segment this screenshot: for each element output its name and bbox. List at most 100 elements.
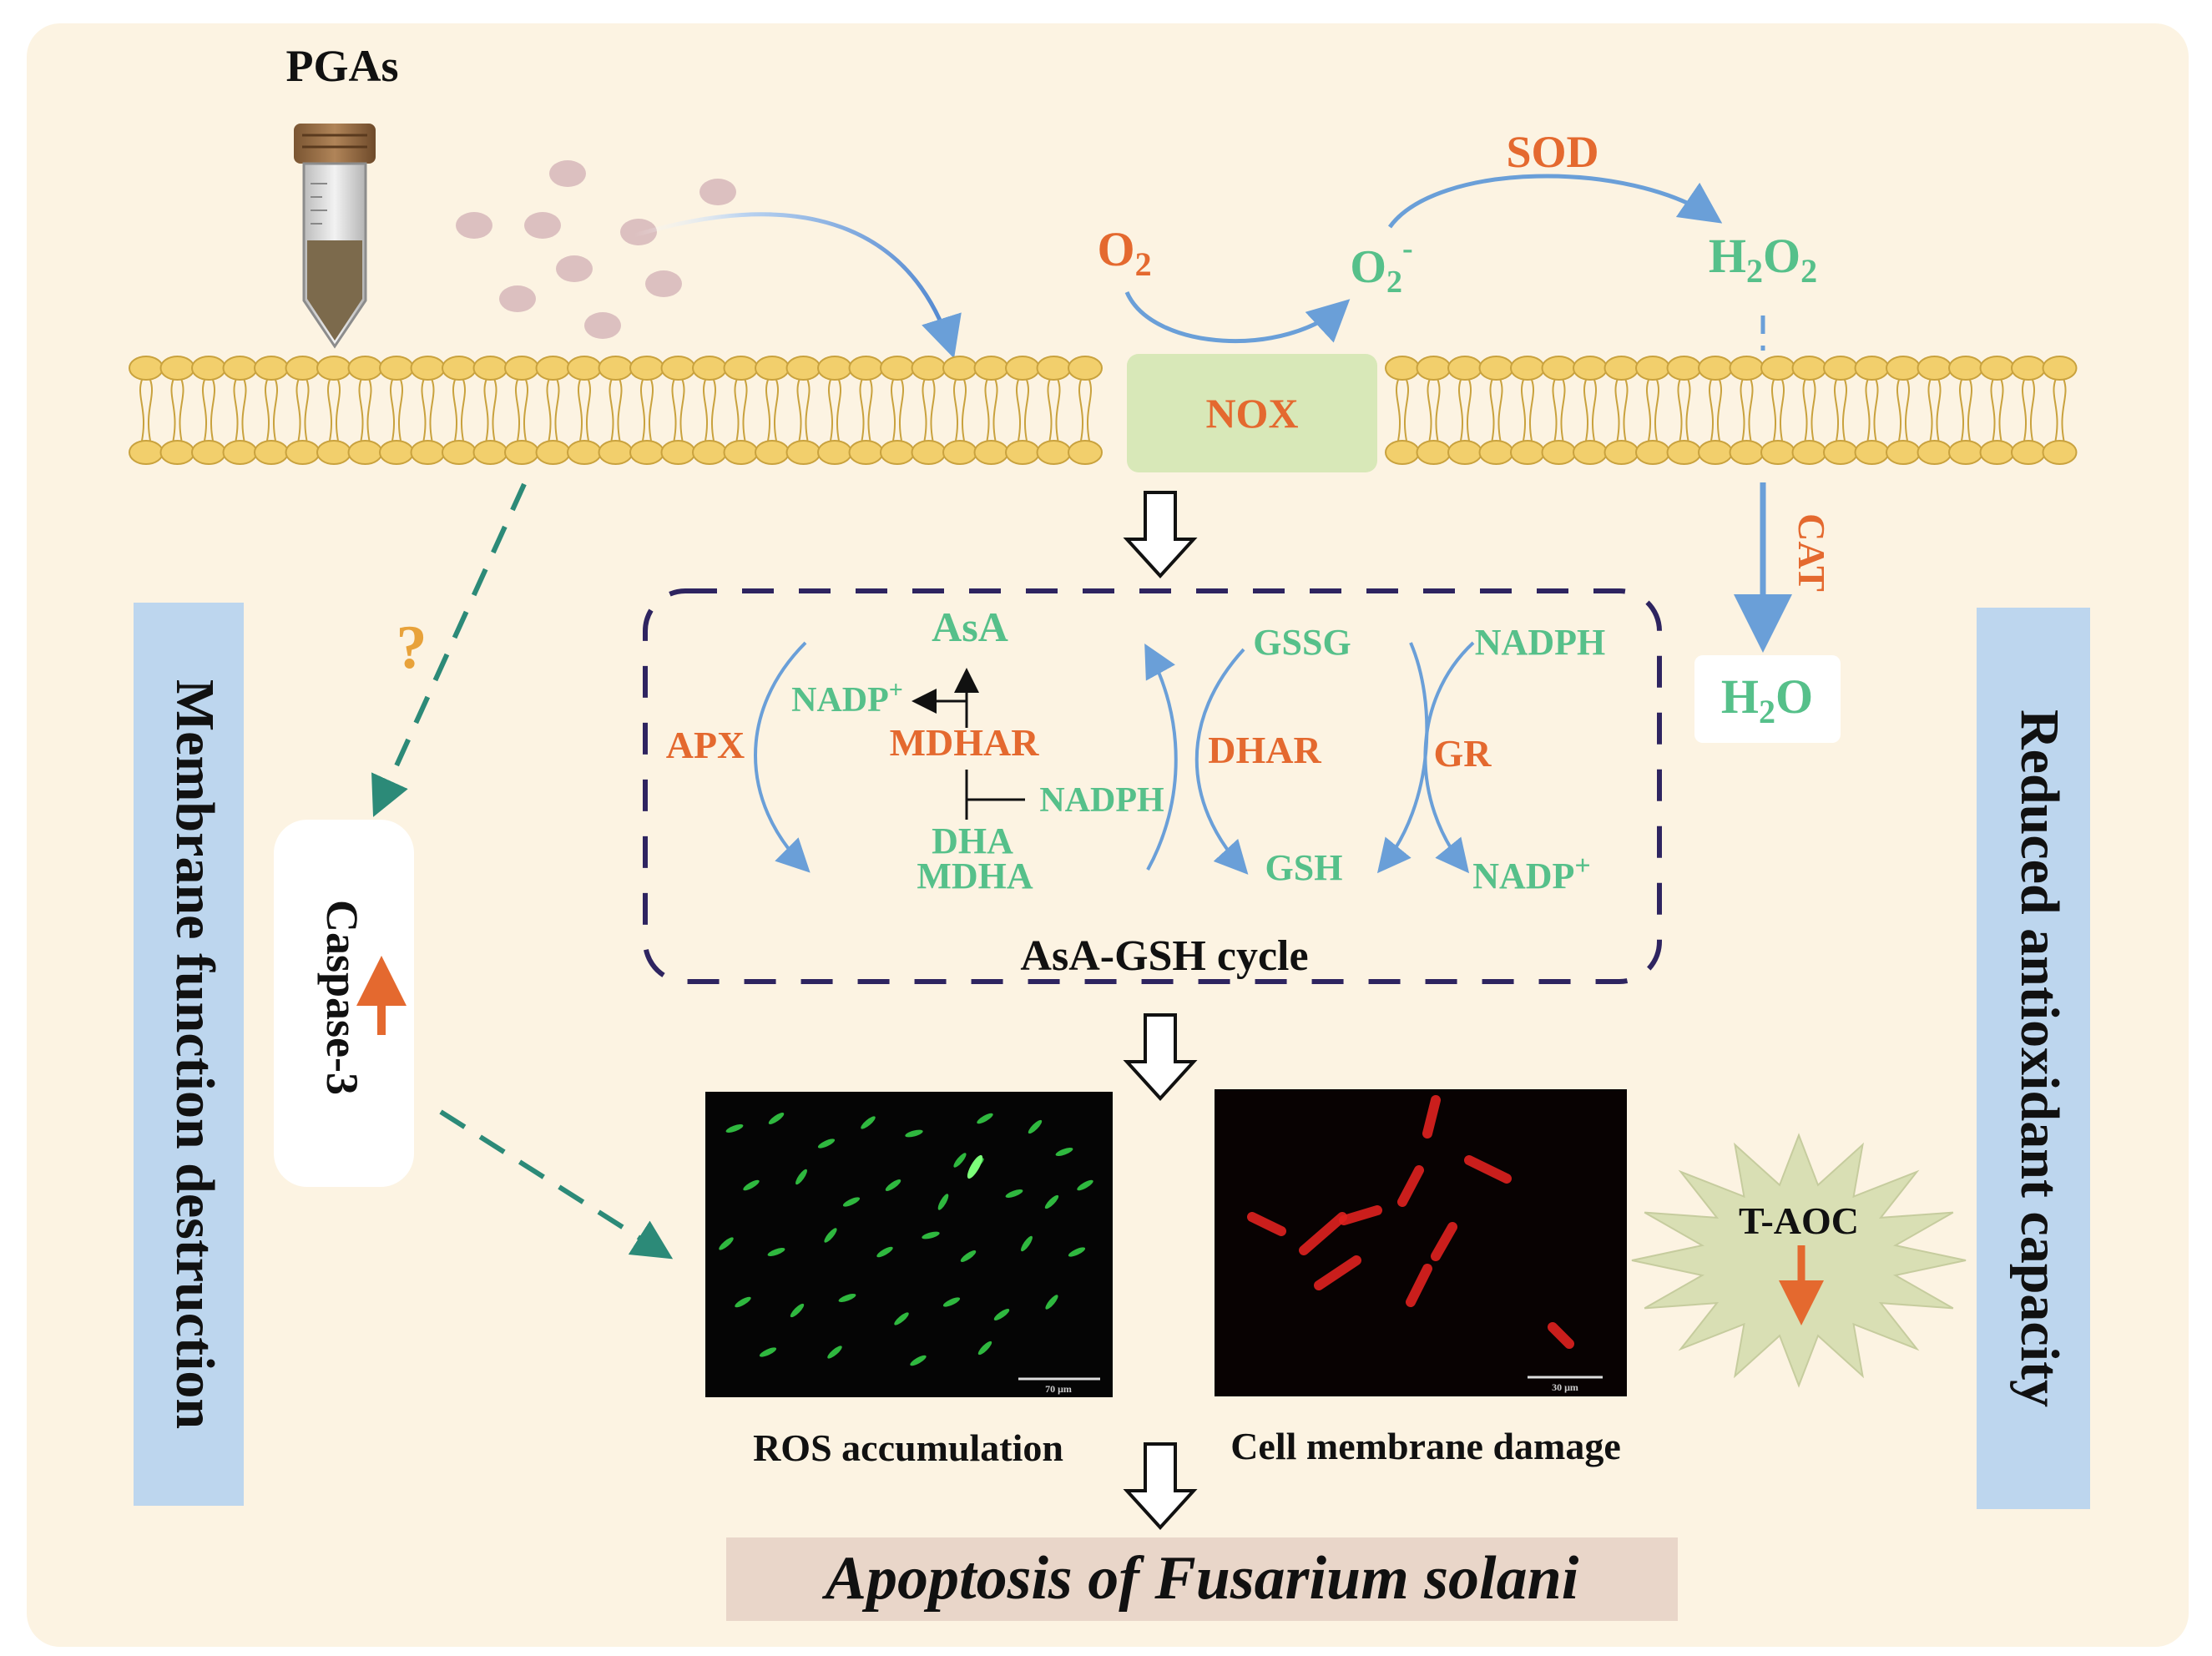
ros-cell	[817, 1138, 836, 1149]
apx-arc	[754, 641, 811, 873]
ros-scale-label: 70 μm	[1045, 1383, 1072, 1395]
ros-cell	[1055, 1148, 1073, 1156]
right-panel-label: Reduced antioxidant capacity	[2009, 709, 2070, 1407]
ros-cell	[1021, 1235, 1033, 1252]
ros-cell	[977, 1113, 993, 1124]
caspase-label: Caspase-3	[317, 900, 367, 1095]
nox-label: NOX	[1205, 390, 1298, 437]
right-panel	[1977, 608, 2090, 1509]
ros-cell	[937, 1194, 949, 1210]
membrane-caption: Cell membrane damage	[1230, 1425, 1621, 1467]
mdha-label: MDHA	[917, 856, 1033, 896]
membrane-cell	[1406, 1264, 1432, 1307]
asa-gsh-cycle-frame	[643, 588, 1662, 984]
lipid-bilayer-membrane	[129, 356, 2078, 465]
ros-cell	[767, 1248, 785, 1256]
ros-cell	[922, 1231, 940, 1239]
pgas-to-caspase-dashed-arrow	[371, 482, 527, 817]
membrane-cell	[1548, 1322, 1574, 1349]
ros-cell	[824, 1228, 837, 1243]
ros-fluorescence-image	[705, 1092, 1113, 1397]
asa-label: AsA	[932, 603, 1008, 650]
mdhar-label: MDHAR	[890, 721, 1040, 764]
ros-cell	[942, 1297, 961, 1307]
nadp-plus-top-label: NADP+	[791, 676, 903, 719]
ros-cell	[743, 1179, 760, 1191]
conclusion-box	[726, 1537, 1678, 1621]
ros-cell	[960, 1250, 977, 1262]
membrane-cell	[1464, 1155, 1512, 1184]
ros-cell	[876, 1246, 893, 1258]
left-panel-label: Membrane function destruction	[164, 679, 225, 1429]
ros-cell	[977, 1340, 992, 1356]
membrane-scale-label: 30 μm	[1552, 1381, 1578, 1393]
dhar-label: DHAR	[1208, 729, 1321, 771]
cycle-title: AsA-GSH cycle	[1020, 932, 1308, 980]
superoxide-label: O2-	[1350, 231, 1412, 300]
ros-cell	[861, 1116, 876, 1129]
ros-cell	[768, 1113, 785, 1124]
ros-cell	[838, 1294, 856, 1302]
nadp-plus-right-label: NADP+	[1472, 851, 1591, 896]
ros-cell	[827, 1346, 842, 1359]
h2o2-label: H2O2	[1709, 229, 1817, 290]
dha-label: DHA	[932, 820, 1013, 861]
membrane-cell	[1247, 1212, 1286, 1236]
nadph-mid-label: NADPH	[1039, 781, 1164, 820]
superoxide-to-h2o2-arrow	[1387, 174, 1723, 229]
cat-label: CAT	[1790, 513, 1833, 592]
ros-cell	[993, 1309, 1010, 1320]
caspase-box	[274, 820, 414, 1187]
question-mark: ?	[396, 613, 427, 682]
membrane-cell	[1299, 1212, 1347, 1255]
ros-cell	[795, 1169, 807, 1185]
dhar-left-arc	[1144, 643, 1178, 871]
h2o-label: H2O	[1721, 669, 1813, 730]
nox-box	[1127, 354, 1377, 472]
membrane-cell	[1431, 1222, 1457, 1261]
ros-cell	[725, 1124, 744, 1133]
taoc-label: T-AOC	[1739, 1199, 1859, 1242]
ros-cell	[1028, 1119, 1043, 1134]
ros-cell	[1005, 1189, 1023, 1198]
membrane-cell	[1314, 1255, 1361, 1290]
ros-cell	[894, 1312, 909, 1325]
apx-label: APX	[666, 724, 745, 766]
ros-cell	[1044, 1194, 1059, 1209]
gsh-label: GSH	[1265, 847, 1343, 888]
test-tube-icon	[294, 124, 376, 349]
gr-label: GR	[1434, 732, 1492, 775]
ros-cell	[1068, 1247, 1086, 1257]
ros-cell	[842, 1197, 861, 1207]
ros-cell	[905, 1129, 923, 1138]
membrane-damage-image	[1215, 1089, 1627, 1396]
pgas-entry-arrow	[634, 212, 962, 359]
down-arrow-to-cycle	[1123, 491, 1198, 578]
ros-cell	[953, 1153, 967, 1168]
membrane-cell	[1422, 1095, 1441, 1138]
ros-cell	[1045, 1295, 1058, 1310]
sod-label: SOD	[1506, 127, 1598, 177]
h2o-box	[1694, 655, 1841, 743]
ros-cell	[1077, 1179, 1093, 1191]
diagram-background	[27, 23, 2189, 1647]
gssg-label: GSSG	[1253, 622, 1351, 663]
ros-cell-bright	[967, 1154, 983, 1179]
ros-cell	[759, 1347, 777, 1357]
ros-cell	[719, 1237, 734, 1250]
ros-cell	[885, 1179, 901, 1191]
o2-to-superoxide-arrow	[1124, 291, 1351, 343]
ros-caption: ROS accumulation	[753, 1426, 1063, 1469]
dhar-right-arc	[1194, 648, 1249, 875]
membrane-cell	[1339, 1205, 1382, 1225]
pgas-particles	[456, 160, 736, 339]
pgas-label: PGAs	[286, 41, 399, 91]
gr-right-arc	[1423, 641, 1475, 874]
ros-cell	[735, 1296, 751, 1308]
ros-fluorescent-cells	[719, 1113, 1093, 1366]
conclusion-label: Apoptosis of Fusarium solani	[822, 1544, 1579, 1613]
membrane-cell	[1397, 1165, 1424, 1207]
o2-label: O2	[1097, 222, 1151, 283]
ros-cell	[910, 1355, 927, 1366]
